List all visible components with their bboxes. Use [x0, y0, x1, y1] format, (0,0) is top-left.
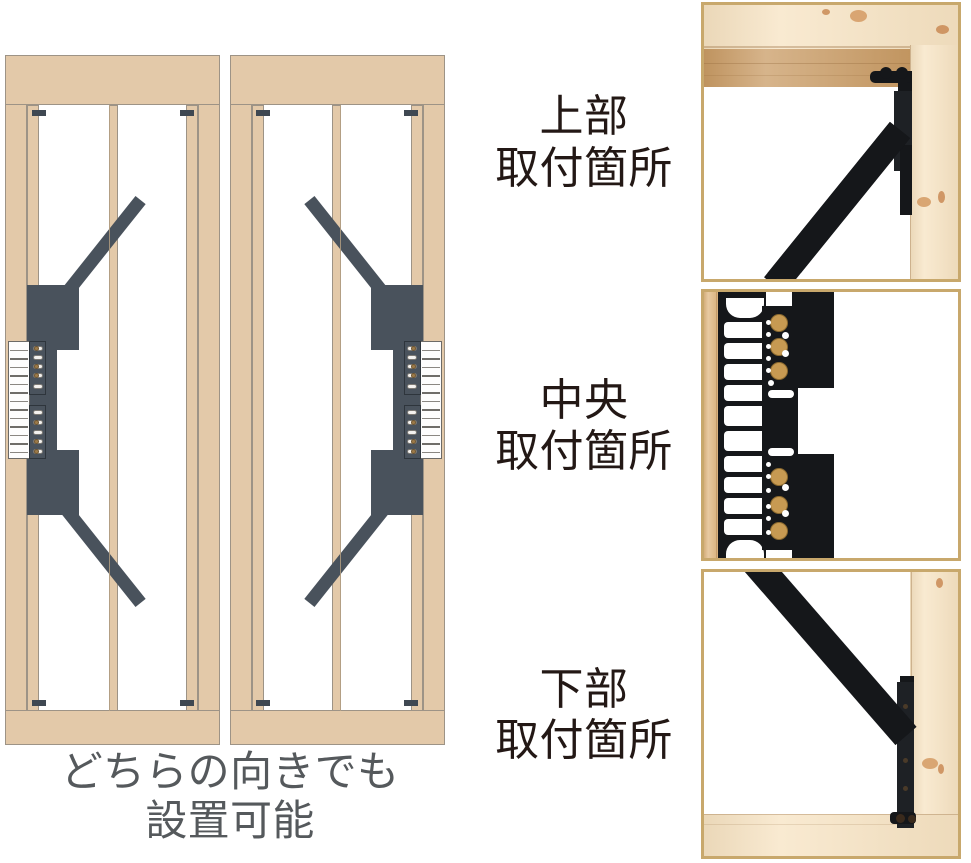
- hub-block-upper: [27, 285, 79, 350]
- center-stud: [109, 105, 118, 711]
- header-beam: [5, 55, 220, 105]
- header-beam: [230, 55, 445, 105]
- corner-plate-top-right: [180, 110, 194, 116]
- inner-jamb-right: [252, 105, 264, 711]
- diagram-caption: どちらの向きでも 設置可能: [0, 748, 460, 845]
- panel-center-label: 中央 取付箇所: [470, 285, 698, 567]
- caption-line-2: 設置可能: [145, 796, 315, 844]
- bracket-plate-upper: [404, 341, 421, 395]
- corner-plate-bottom-left: [32, 700, 46, 706]
- stud-seam: [109, 105, 110, 711]
- center-mounting-point-photo: [701, 289, 961, 561]
- panel-lower: 下部 取付箇所: [470, 567, 971, 863]
- panel-lower-label-line-1: 下部: [539, 664, 629, 714]
- upper-mounting-point-photo: [701, 2, 961, 282]
- hub-block-lower: [371, 450, 423, 515]
- hub-block-lower: [27, 450, 79, 515]
- corner-plate-bottom-right: [256, 700, 270, 706]
- panel-upper-label: 上部 取付箇所: [470, 0, 698, 285]
- inner-jamb-right: [186, 105, 198, 711]
- panel-lower-label: 下部 取付箇所: [470, 567, 698, 863]
- sill-beam: [230, 710, 445, 745]
- panel-upper-label-line-1: 上部: [539, 92, 629, 142]
- corner-plate-top-left: [32, 110, 46, 116]
- stud-right: [198, 104, 220, 711]
- spring-strap: [8, 341, 30, 459]
- panel-center-label-line-2: 取付箇所: [495, 427, 673, 476]
- panel-upper: 上部 取付箇所: [470, 0, 971, 285]
- panel-upper-label-line-2: 取付箇所: [495, 143, 673, 193]
- panel-lower-label-line-2: 取付箇所: [495, 716, 673, 765]
- corner-plate-top-left: [404, 110, 418, 116]
- stud-seam: [340, 105, 341, 711]
- panel-center-label-line-1: 中央: [539, 375, 629, 425]
- corner-plate-bottom-left: [404, 700, 418, 706]
- wall-frame-diagrams: [0, 55, 460, 745]
- stud-right: [230, 104, 252, 711]
- panel-center: 中央 取付箇所: [470, 285, 971, 567]
- spring-strap: [420, 341, 442, 459]
- caption-line-1: どちらの向きでも: [60, 748, 400, 795]
- corner-plate-bottom-right: [180, 700, 194, 706]
- bracket-plate-upper: [29, 341, 46, 395]
- lower-mounting-point-photo: [701, 569, 961, 859]
- wall-frame-diagram-a: [5, 55, 220, 745]
- sill-beam: [5, 710, 220, 745]
- bracket-plate-lower: [404, 405, 421, 459]
- wall-frame-diagram-b: [230, 55, 445, 745]
- bracket-plate-lower: [29, 405, 46, 459]
- corner-plate-top-right: [256, 110, 270, 116]
